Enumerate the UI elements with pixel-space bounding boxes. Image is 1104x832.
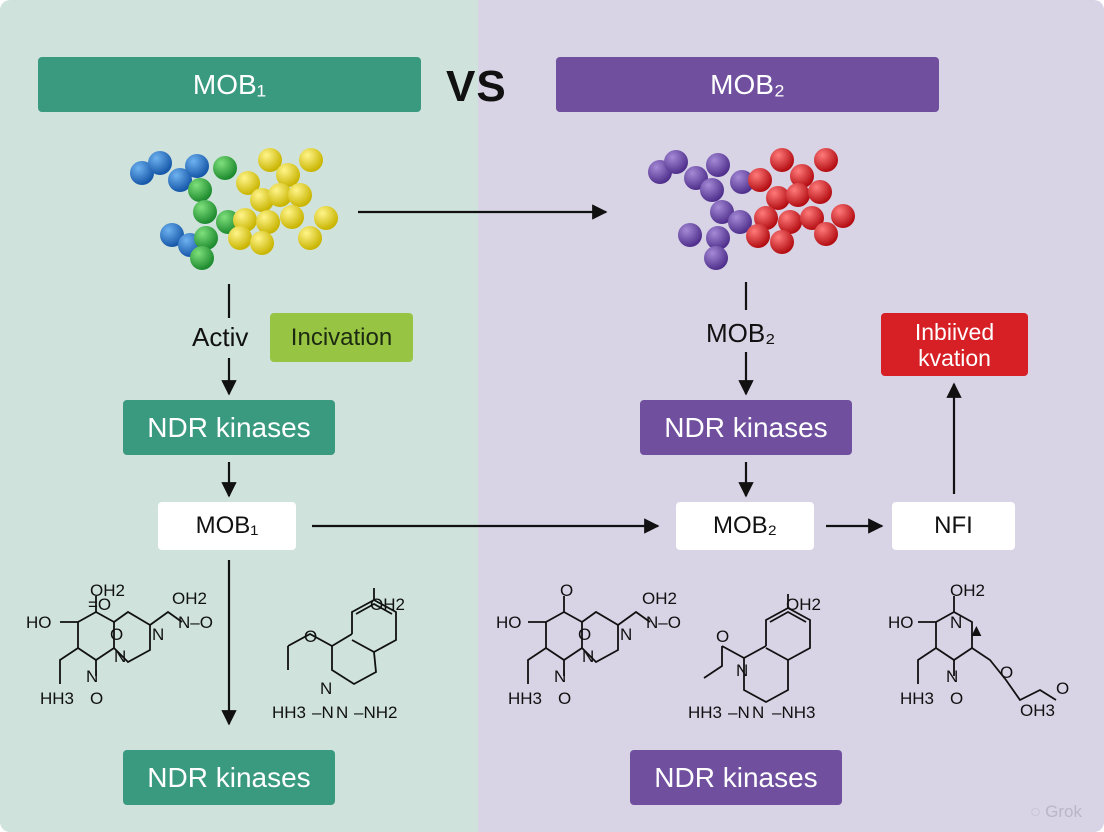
svg-text:N: N: [336, 703, 348, 722]
svg-text:–N: –N: [312, 703, 334, 722]
mob2-label: MOB₂: [706, 318, 776, 348]
svg-text:OH2: OH2: [950, 581, 985, 600]
svg-text:OH3: OH3: [1020, 701, 1055, 720]
svg-text:OH2: OH2: [786, 595, 821, 614]
svg-text:HH3: HH3: [900, 689, 934, 708]
chem-structure-1-labels: HO OH2 =O O N OH2 N–O N N O HH3: [26, 581, 213, 708]
ndr-kinases-right-bottom-label: NDR kinases: [654, 761, 818, 793]
svg-text:N: N: [946, 667, 958, 686]
svg-text:OH2: OH2: [90, 581, 125, 600]
svg-text:OH2: OH2: [642, 589, 677, 608]
svg-text:N: N: [554, 667, 566, 686]
svg-text:HH3: HH3: [272, 703, 306, 722]
svg-text:N: N: [152, 625, 164, 644]
svg-text:N–O: N–O: [178, 613, 213, 632]
ndr-kinases-left-top-label: NDR kinases: [147, 411, 311, 443]
ndr-kinases-left-bottom-label: NDR kinases: [147, 761, 311, 793]
chem-structure-5: [917, 596, 1057, 702]
svg-text:N: N: [736, 661, 748, 680]
mob1-box-label: MOB₁: [195, 512, 259, 539]
mob1-box: MOB₁: [158, 502, 296, 550]
activ-label: Activ: [192, 322, 249, 352]
nfi-box: NFI: [892, 502, 1015, 550]
incivation-label: Incivation: [290, 323, 393, 351]
mob1-title: MOB₁: [192, 68, 267, 100]
svg-text:–NH3: –NH3: [772, 703, 815, 722]
svg-text:HO: HO: [888, 613, 914, 632]
grok-watermark: ◌ Grok: [1030, 802, 1082, 821]
mob2-box: MOB₂: [676, 502, 814, 550]
svg-text:O: O: [950, 689, 963, 708]
chem-structure-3-labels: HO O O N OH2 N–O N N O HH3: [496, 581, 681, 708]
mob2-title: MOB₂: [710, 68, 785, 100]
svg-text:O: O: [110, 625, 123, 644]
mob1-title-box: MOB₁: [38, 57, 421, 112]
svg-text:N: N: [320, 679, 332, 698]
svg-text:O: O: [578, 625, 591, 644]
chem-structure-5-labels: HO OH2 N ▲ O N O HH3 OH3 O: [888, 581, 1069, 720]
svg-text:O: O: [558, 689, 571, 708]
svg-text:O: O: [560, 581, 573, 600]
ndr-kinases-box-left-top: NDR kinases: [123, 400, 335, 455]
svg-text:HH3: HH3: [40, 689, 74, 708]
svg-text:N: N: [620, 625, 632, 644]
mob2-molecule-graphic: [648, 148, 855, 270]
svg-text:▲: ▲: [968, 621, 985, 640]
svg-text:O: O: [304, 627, 317, 646]
svg-text:=O: =O: [88, 595, 111, 614]
mob2-box-label: MOB₂: [713, 512, 777, 539]
chem-structure-2-labels: OH2 O N HH3 –N N –NH2: [272, 595, 405, 722]
svg-text:HH3: HH3: [508, 689, 542, 708]
svg-text:OH2: OH2: [370, 595, 405, 614]
chem-structure-3: [527, 596, 651, 684]
ndr-kinases-box-right-bottom: NDR kinases: [630, 750, 842, 805]
mob1-molecule-graphic: [130, 148, 338, 270]
ndr-kinases-right-top-label: NDR kinases: [664, 411, 828, 443]
svg-text:N: N: [114, 647, 126, 666]
nfi-box-label: NFI: [934, 512, 973, 539]
incivation-box: Incivation: [270, 313, 413, 362]
svg-text:O: O: [90, 689, 103, 708]
ndr-kinases-box-right-top: NDR kinases: [640, 400, 852, 455]
svg-text:N: N: [752, 703, 764, 722]
svg-text:O: O: [1056, 679, 1069, 698]
svg-text:HH3: HH3: [688, 703, 722, 722]
svg-text:N: N: [950, 613, 962, 632]
svg-text:–NH2: –NH2: [354, 703, 397, 722]
ndr-kinases-box-left-bottom: NDR kinases: [123, 750, 335, 805]
flow-arrows: [221, 204, 962, 726]
inhibited-line-1: Inbiived: [914, 318, 995, 345]
chem-structure-4: [703, 594, 811, 704]
svg-text:HO: HO: [26, 613, 52, 632]
chem-structure-2: [287, 588, 397, 686]
svg-text:HO: HO: [496, 613, 522, 632]
svg-text:OH2: OH2: [172, 589, 207, 608]
svg-text:–N: –N: [728, 703, 750, 722]
chem-structure-1: [59, 596, 183, 684]
inhibited-line-2: kvation: [918, 344, 991, 371]
svg-text:N–O: N–O: [646, 613, 681, 632]
watermark-text: Grok: [1045, 802, 1082, 821]
chem-structure-4-labels: OH2 O N HH3 –N N –NH3: [688, 595, 821, 722]
svg-text:N: N: [86, 667, 98, 686]
svg-text:O: O: [716, 627, 729, 646]
vs-label: VS: [446, 62, 507, 111]
svg-text:O: O: [1000, 663, 1013, 682]
inhibited-box: Inbiived kvation: [881, 313, 1028, 376]
mob2-title-box: MOB₂: [556, 57, 939, 112]
svg-text:N: N: [582, 647, 594, 666]
